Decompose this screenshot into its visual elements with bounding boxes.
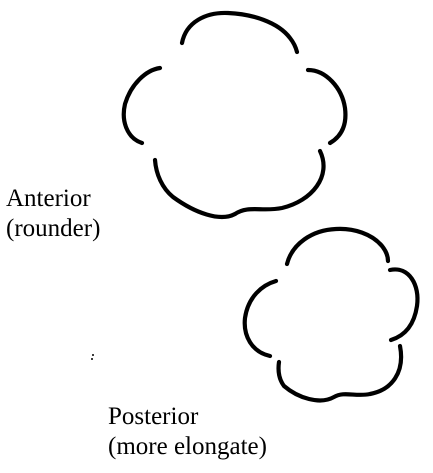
posterior-outline (245, 229, 418, 401)
anterior-outline (124, 13, 346, 217)
posterior-outline-top-lobe (287, 229, 388, 264)
anterior-note: (rounder) (6, 214, 100, 243)
anterior-outline-bottom-right-lobe (155, 151, 324, 217)
anterior-label: Anterior (6, 184, 91, 213)
anterior-outline-left-lobe (124, 68, 160, 143)
stray-mark (91, 354, 94, 361)
posterior-outline-bottom-lobe (279, 346, 402, 400)
posterior-label: Posterior (108, 402, 198, 431)
anterior-outline-right-lobe (308, 70, 345, 143)
posterior-note: (more elongate) (108, 432, 267, 461)
anterior-outline-top-lobe (182, 13, 297, 52)
posterior-outline-left-lobe (245, 281, 276, 356)
posterior-outline-right-lobe (390, 269, 417, 340)
